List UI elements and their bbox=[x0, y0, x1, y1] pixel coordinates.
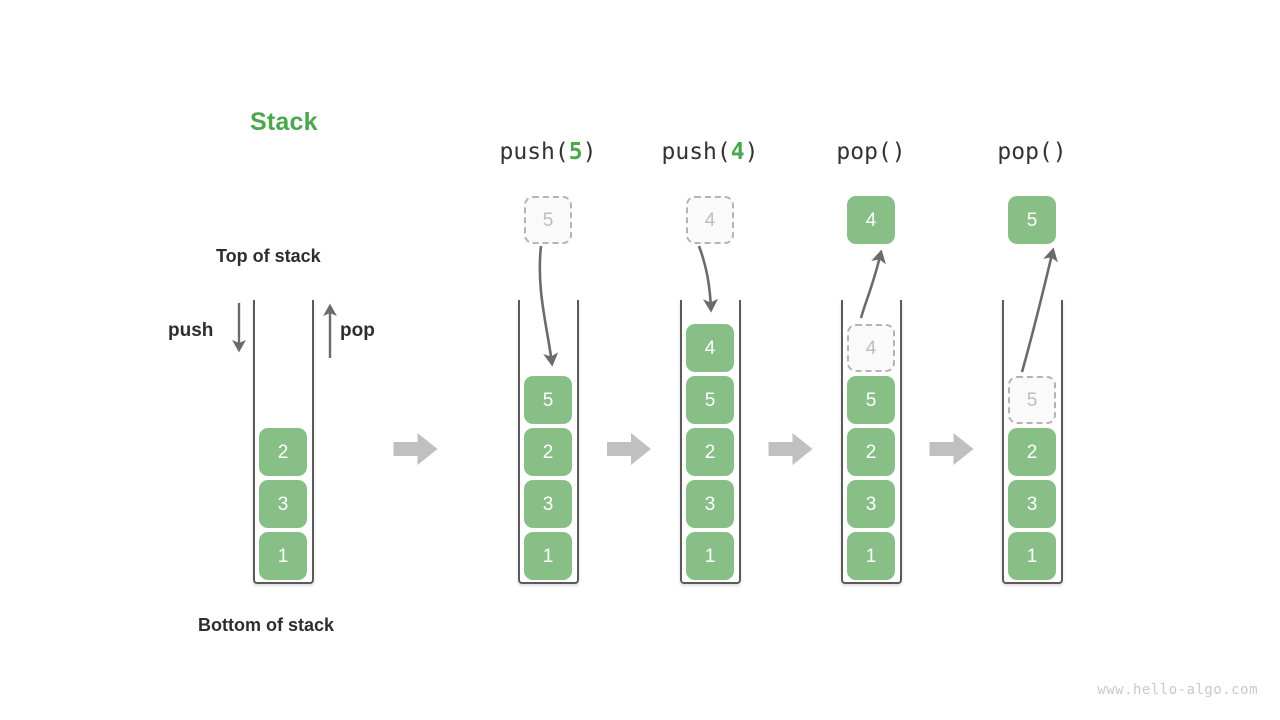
stack-cell-filled-4: 4 bbox=[686, 324, 734, 372]
flow-arrow-1 bbox=[393, 433, 438, 465]
floating-chip-out-5: 5 bbox=[1008, 196, 1056, 244]
stack-cell-filled-3: 3 bbox=[1008, 480, 1056, 528]
op-title-pop-2: pop() bbox=[997, 139, 1067, 165]
pop-label: pop bbox=[340, 320, 375, 341]
stack-container bbox=[679, 300, 741, 584]
stack-cell-filled-3: 3 bbox=[847, 480, 895, 528]
stack-cell-ghost-5: 5 bbox=[1008, 376, 1056, 424]
stack-cell-filled-3: 3 bbox=[686, 480, 734, 528]
stack-cell-filled-2: 2 bbox=[524, 428, 572, 476]
stack-cell-filled-2: 2 bbox=[1008, 428, 1056, 476]
stack-container bbox=[517, 300, 579, 584]
stack-cell-filled-3: 3 bbox=[259, 480, 307, 528]
stack-cell-filled-1: 1 bbox=[1008, 532, 1056, 580]
page-title: Stack bbox=[250, 108, 318, 136]
stack-cell-filled-1: 1 bbox=[524, 532, 572, 580]
stack-cell-ghost-4: 4 bbox=[847, 324, 895, 372]
stack-container bbox=[252, 300, 314, 584]
top-of-stack-label: Top of stack bbox=[216, 246, 321, 266]
op-title-pop-1: pop() bbox=[836, 139, 906, 165]
bottom-of-stack-label: Bottom of stack bbox=[198, 615, 335, 635]
watermark: www.hello-algo.com bbox=[1097, 682, 1258, 698]
stack-cell-filled-5: 5 bbox=[847, 376, 895, 424]
stack-cell-filled-2: 2 bbox=[847, 428, 895, 476]
stack-cell-filled-1: 1 bbox=[686, 532, 734, 580]
push-label: push bbox=[168, 320, 214, 341]
floating-chip-in-4: 4 bbox=[686, 196, 734, 244]
stack-cell-filled-1: 1 bbox=[847, 532, 895, 580]
stack-cell-filled-2: 2 bbox=[259, 428, 307, 476]
op-title-push-5: push(5) bbox=[499, 139, 597, 165]
flow-arrow-2 bbox=[607, 433, 651, 465]
flow-arrow-3 bbox=[768, 433, 813, 465]
stack-cell-filled-1: 1 bbox=[259, 532, 307, 580]
stack-cell-filled-3: 3 bbox=[524, 480, 572, 528]
floating-chip-out-4: 4 bbox=[847, 196, 895, 244]
floating-chip-in-5: 5 bbox=[524, 196, 572, 244]
flow-arrow-4 bbox=[929, 433, 974, 465]
stack-cell-filled-5: 5 bbox=[524, 376, 572, 424]
op-title-push-4: push(4) bbox=[661, 139, 759, 165]
stack-cell-filled-2: 2 bbox=[686, 428, 734, 476]
stack-container bbox=[840, 300, 902, 584]
stack-container bbox=[1001, 300, 1063, 584]
stack-cell-filled-5: 5 bbox=[686, 376, 734, 424]
